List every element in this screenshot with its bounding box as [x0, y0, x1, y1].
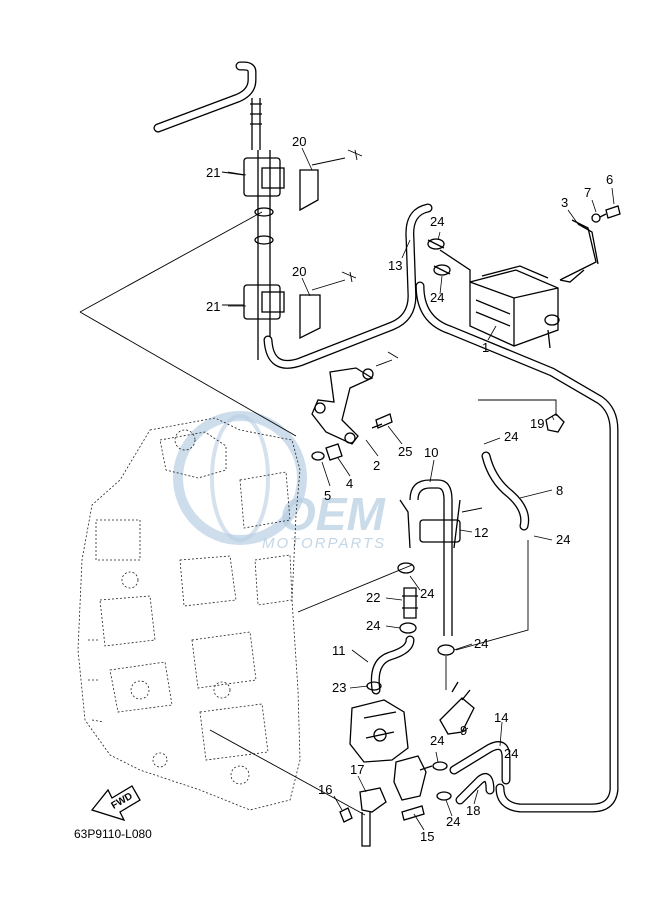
callout-24-d: 24 — [556, 532, 570, 547]
callout-19: 19 — [530, 416, 544, 431]
callout-5: 5 — [324, 488, 331, 503]
clamp-19 — [478, 399, 565, 433]
callout-24-a: 24 — [430, 214, 444, 229]
callout-9: 9 — [460, 723, 467, 738]
callout-24-e: 24 — [420, 586, 434, 601]
canister-1 — [439, 249, 560, 349]
callout-8: 8 — [556, 483, 563, 498]
hoses-14-18 — [432, 741, 511, 805]
reference-lines — [79, 211, 413, 816]
vertical-pipe-assembly — [221, 149, 363, 360]
callout-3: 3 — [561, 195, 568, 210]
callout-14: 14 — [494, 710, 508, 725]
watermark: OEM MOTORPARTS — [173, 411, 386, 552]
watermark-subtitle: MOTORPARTS — [262, 535, 386, 552]
callout-10: 10 — [424, 445, 438, 460]
callout-4: 4 — [346, 476, 353, 491]
fwd-arrow-icon: FWD — [90, 785, 141, 822]
callout-12: 12 — [474, 525, 488, 540]
callout-labels: 1 2 3 4 5 6 7 8 9 10 11 12 13 14 15 16 1… — [206, 134, 613, 844]
valve-15 — [339, 755, 433, 847]
callout-24-f: 24 — [366, 618, 380, 633]
upper-clamps — [427, 238, 451, 276]
callout-25: 25 — [398, 444, 412, 459]
callout-24-b: 24 — [430, 290, 444, 305]
watermark-globe-meridian — [210, 414, 270, 542]
callout-7: 7 — [584, 185, 591, 200]
callout-17: 17 — [350, 762, 364, 777]
callout-23: 23 — [332, 680, 346, 695]
callout-21-upper: 21 — [206, 165, 220, 180]
watermark-brand: OEM — [280, 488, 386, 540]
callout-24-c: 24 — [504, 429, 518, 444]
callout-24-i: 24 — [446, 814, 460, 829]
diagram-code: 63P9110-L080 — [74, 827, 152, 841]
callout-24-j: 24 — [504, 746, 518, 761]
bracket-2 — [311, 351, 399, 461]
callout-21-lower: 21 — [206, 299, 220, 314]
callout-15: 15 — [420, 829, 434, 844]
callout-24-h: 24 — [430, 733, 444, 748]
callout-18: 18 — [466, 803, 480, 818]
long-return-hose — [415, 281, 619, 813]
hose-8 — [481, 451, 530, 531]
pipe-10 — [399, 479, 483, 636]
upper-fuel-hose — [153, 61, 262, 150]
callout-1: 1 — [482, 340, 489, 355]
callout-22: 22 — [366, 590, 380, 605]
joint-22-hose-11 — [370, 562, 418, 695]
callout-6: 6 — [606, 172, 613, 187]
callout-24-g: 24 — [474, 636, 488, 651]
switch-9 — [437, 540, 529, 735]
callout-16: 16 — [318, 782, 332, 797]
engine-block — [77, 417, 301, 811]
callout-2: 2 — [373, 458, 380, 473]
callout-20-upper: 20 — [292, 134, 306, 149]
bracket-3 — [559, 205, 621, 283]
callout-20-lower: 20 — [292, 264, 306, 279]
callout-13: 13 — [388, 258, 402, 273]
fuel-joint-body — [349, 681, 409, 763]
callout-11: 11 — [332, 643, 346, 658]
hose-13 — [263, 203, 433, 369]
leader-lines — [227, 147, 615, 831]
